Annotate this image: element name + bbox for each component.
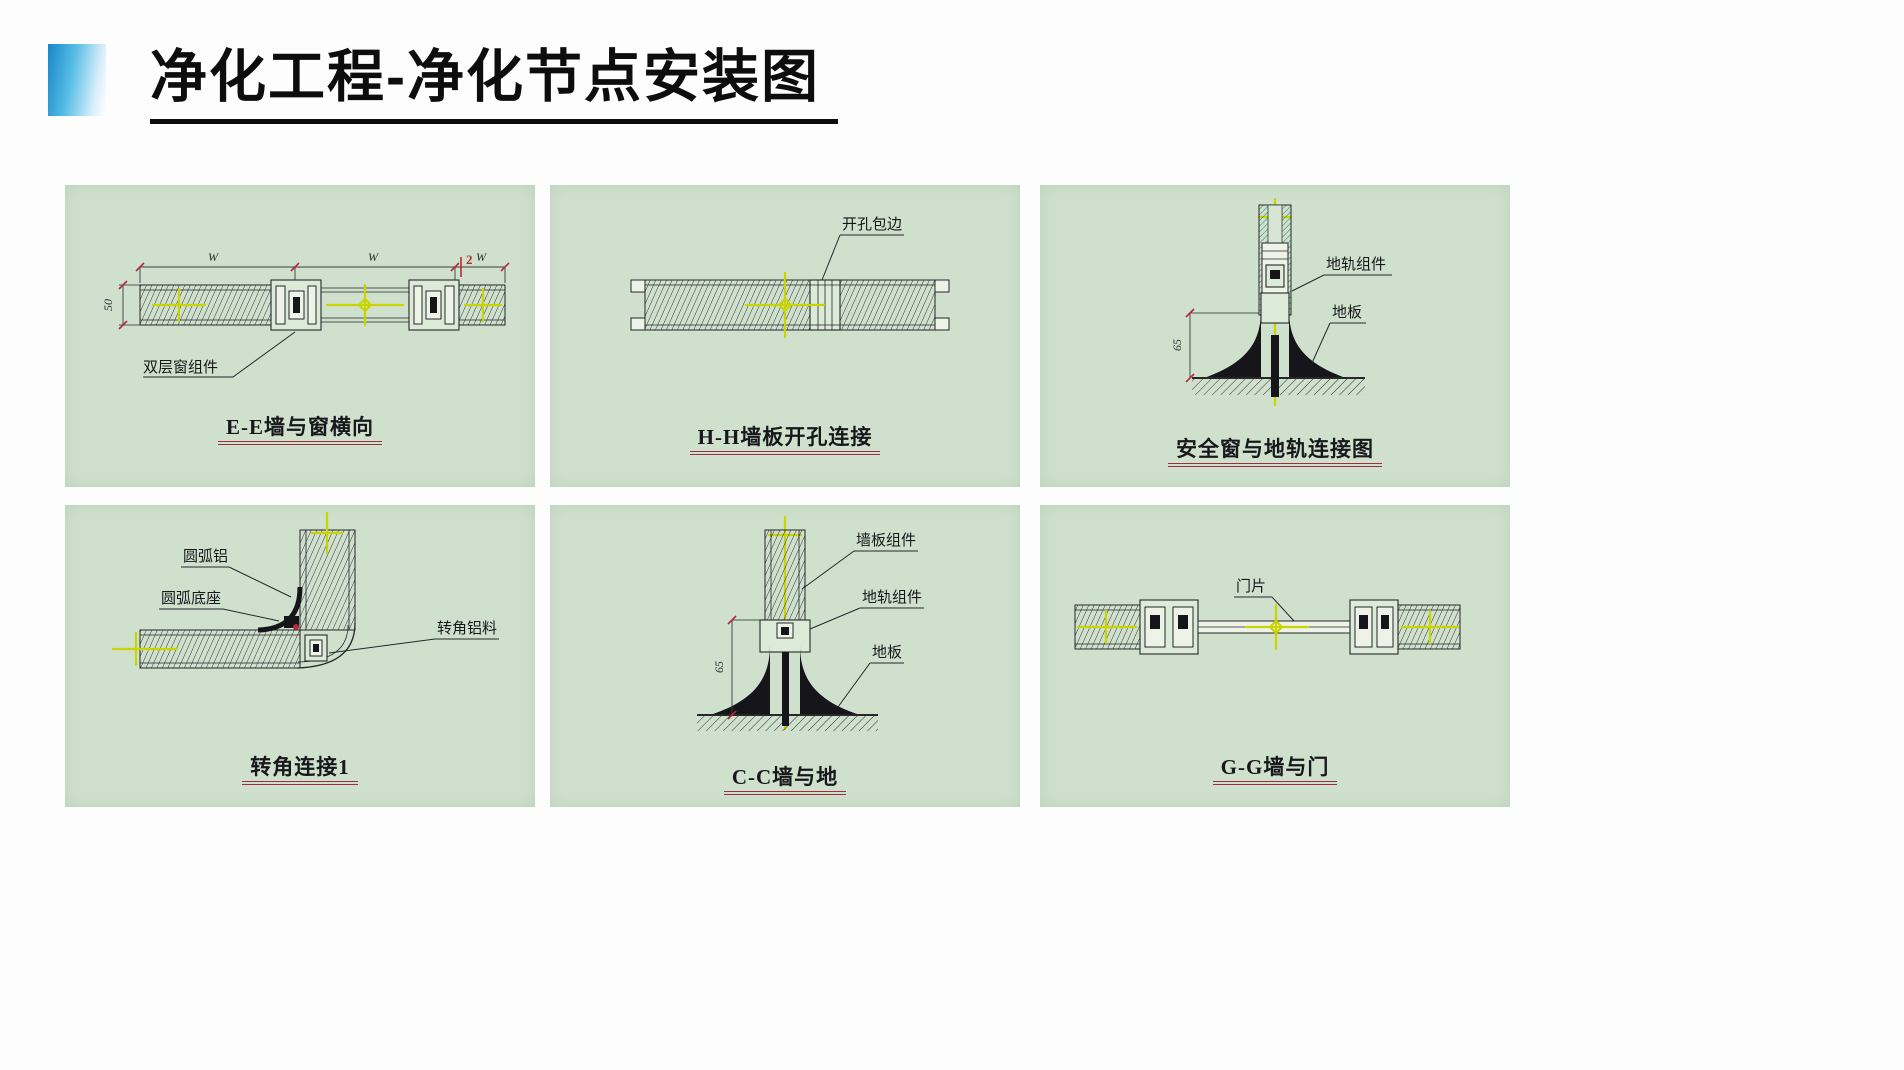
label-arc-base: 圆弧底座 [161,590,221,607]
panel-caption: 安全窗与地轨连接图 [1168,437,1382,467]
centerlines [1076,603,1460,651]
label-wall-panel: 墙板组件 [856,531,916,549]
label-door-leaf: 门片 [1236,578,1266,595]
drawing-ee-wall-window: W W W 2 50 [101,250,510,378]
window-frame-right [408,279,460,331]
drawing-gg-wall-door: 门片 [1074,578,1461,655]
ground-rail-assembly [759,619,811,653]
label-corner-profile: 转角铝料 [437,620,497,637]
label-arc-aluminum: 圆弧铝 [183,548,228,565]
panel-cc-wall-floor: 65 墙板组件 地轨组件 地板 C-C墙与地 [550,505,1020,807]
anchor-stem [1271,335,1279,397]
panel-caption: H-H墙板开孔连接 [689,425,881,455]
panel-gg-wall-door: 门片 G-G墙与门 [1040,505,1510,807]
dim-height-65: 65 [1170,339,1184,351]
drawing-cc-wall-floor: 65 墙板组件 地轨组件 地板 [697,515,924,731]
panel-caption: 转角连接1 [242,755,358,785]
label-floor: 地板 [1332,303,1362,321]
door-leaf-callout: 门片 [1234,578,1295,622]
centerlines [744,271,826,339]
caption-row: 安全窗与地轨连接图 [1040,433,1510,467]
arc-aluminum-piece [257,586,303,633]
cove-skirting [710,645,860,715]
panel-caption: E-E墙与窗横向 [217,415,382,445]
edge-banding-callout: 开孔包边 [821,216,904,281]
dim-w-right: W [476,250,487,264]
dimension-lines: W W W 2 50 [101,250,510,330]
floor-callout: 地板 [837,643,904,708]
rail-callout: 地轨组件 [809,589,924,630]
anchor-stem [782,652,789,726]
caption-row: H-H墙板开孔连接 [550,421,1020,455]
centerlines [111,511,344,667]
panel-caption: G-G墙与门 [1212,755,1338,785]
label-ground-rail: 地轨组件 [1326,256,1386,273]
dim-w-left: W [208,250,219,264]
panel-corner-connection: 圆弧铝 圆弧底座 转角铝料 转角连接1 [65,505,535,807]
caption-row: G-G墙与门 [1040,751,1510,785]
arc-aluminum-callout: 圆弧铝 [181,548,292,598]
dimension-65: 65 [712,615,760,720]
caption-row: C-C墙与地 [550,761,1020,795]
floor-callout: 地板 [1311,303,1366,364]
dim-thickness-50: 50 [101,299,115,311]
panel-hh-panel-opening: 开孔包边 H-H墙板开孔连接 [550,185,1020,487]
label-double-window: 双层窗组件 [143,358,218,376]
rail-callout: 地轨组件 [1291,256,1392,292]
caption-row: E-E墙与窗横向 [65,411,535,445]
wall-vertical [299,529,356,631]
component-callout: 双层窗组件 [143,331,296,378]
door-frame-right [1349,599,1399,655]
cove-skirting [1204,310,1346,378]
ground-rail-assembly [1260,292,1290,324]
drawing-corner-connection: 圆弧铝 圆弧底座 转角铝料 [111,511,499,669]
panel-ee-wall-window: W W W 2 50 [65,185,535,487]
title-accent-bar [48,44,106,116]
wall-panel-callout: 墙板组件 [801,531,918,590]
panel-caption: C-C墙与地 [723,765,847,795]
dim-gap-2: 2 [466,252,473,267]
dimension-65: 65 [1170,308,1259,383]
page-title: 净化工程-净化节点安装图 [150,46,838,124]
panel-safety-window-rail: 65 地轨组件 地板 安全窗与地轨连接图 [1040,185,1510,487]
label-floor: 地板 [872,643,902,661]
corner-profile-callout: 转角铝料 [328,620,499,654]
wall-panel [764,529,806,621]
door-frame-left [1139,599,1199,655]
label-ground-rail: 地轨组件 [862,589,922,606]
corner-profile [296,622,356,669]
drawing-safety-window-rail: 65 地轨组件 地板 [1170,197,1392,407]
dim-height-65: 65 [712,661,726,673]
label-edge-banding: 开孔包边 [842,216,902,233]
dim-w-mid: W [368,250,379,264]
centerlines [151,283,503,327]
window-frame-left [270,279,322,331]
drawing-hh-panel-opening: 开孔包边 [630,216,950,339]
window-profile [1261,242,1289,294]
arc-base-callout: 圆弧底座 [159,590,280,622]
caption-row: 转角连接1 [65,751,535,785]
